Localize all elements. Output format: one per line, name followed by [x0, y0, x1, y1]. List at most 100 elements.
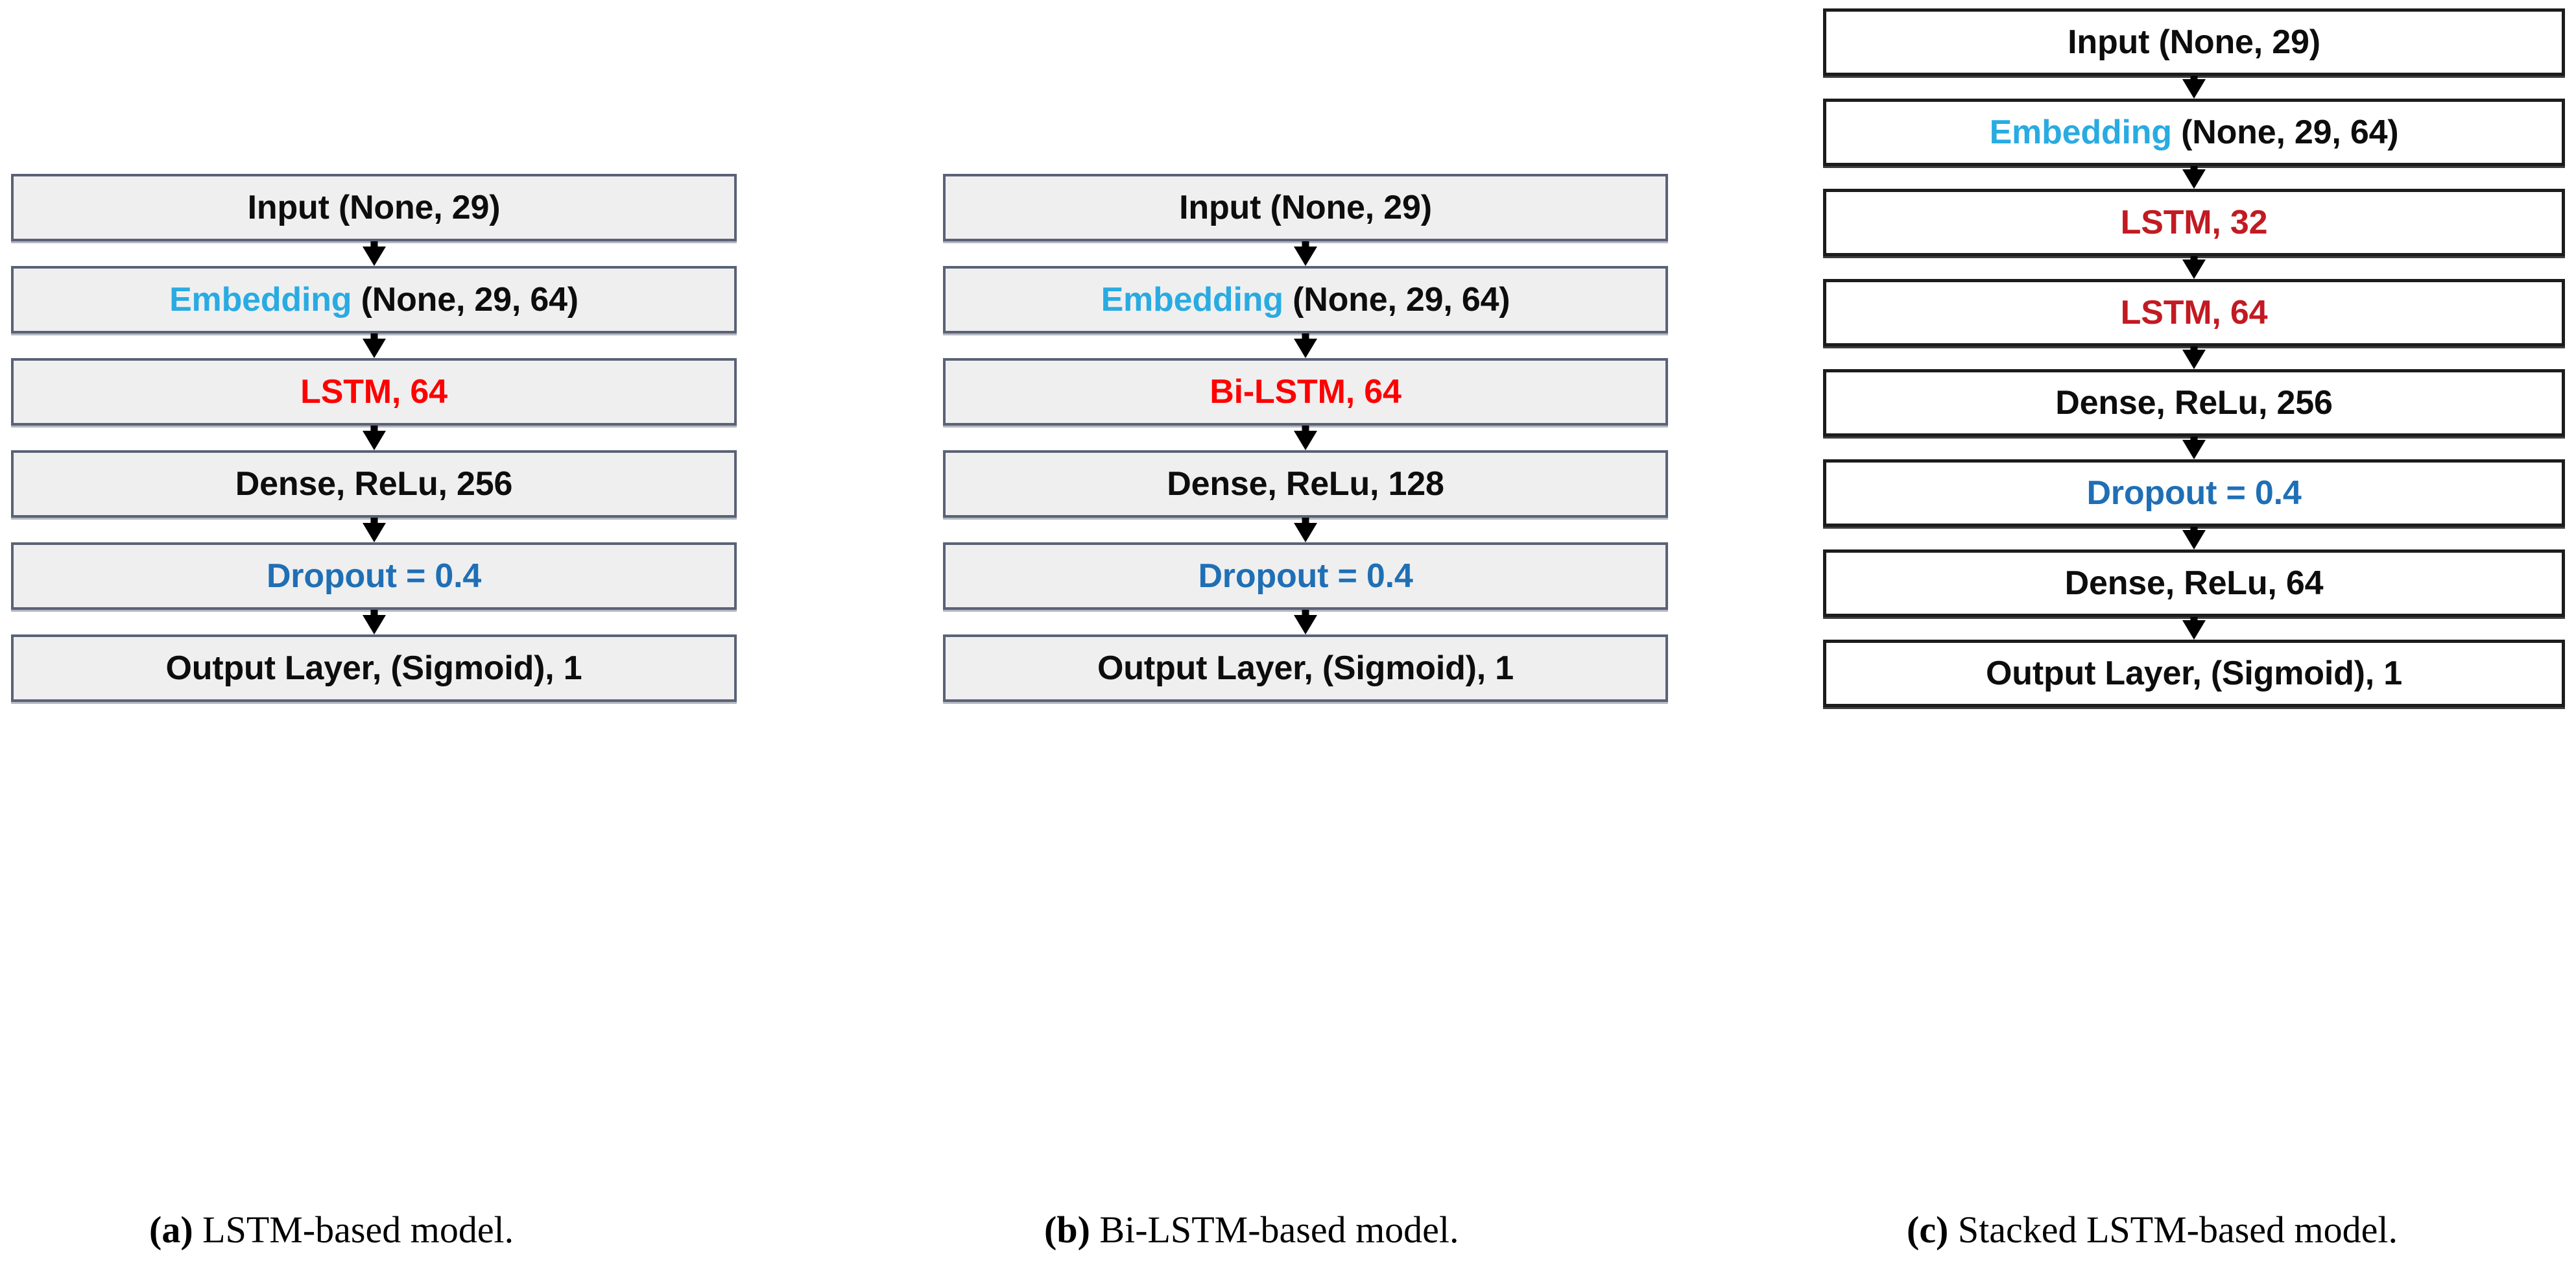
arrow-head [362, 431, 386, 450]
flow-arrow-down-icon [1823, 437, 2565, 459]
arrow-shaft [2190, 617, 2198, 623]
layer-label: Dense, ReLu, 256 [2055, 383, 2333, 422]
arrow-shaft [1302, 610, 1309, 618]
arrow-head [2182, 259, 2206, 279]
layer-label: Input (None, 29) [248, 188, 501, 227]
layer-label: LSTM, 64 [2121, 293, 2268, 332]
layer-label-segment: LSTM, 64 [300, 373, 447, 411]
flow-arrow-down-icon [943, 610, 1668, 634]
arrow-shaft [1302, 518, 1309, 525]
layer-label: LSTM, 32 [2121, 203, 2268, 242]
panel-c-dropout-layer[interactable]: Dropout = 0.4 [1823, 459, 2565, 527]
panel-a-lstm-layer[interactable]: LSTM, 64 [11, 358, 737, 426]
arrow-head [2182, 350, 2206, 369]
layer-label: Dense, ReLu, 128 [1167, 464, 1444, 503]
panel-a-caption: (a) LSTM-based model. [149, 1208, 514, 1251]
flow-arrow-down-icon [1823, 617, 2565, 640]
panel-c-lstm-layer-2[interactable]: LSTM, 64 [1823, 279, 2565, 346]
layer-label: Output Layer, (Sigmoid), 1 [1097, 649, 1514, 688]
panel-a-dropout-layer[interactable]: Dropout = 0.4 [11, 542, 737, 610]
layer-label-segment: Bi-LSTM, 64 [1210, 373, 1401, 411]
panel-b-dropout-layer[interactable]: Dropout = 0.4 [943, 542, 1668, 610]
arrow-head [1294, 523, 1317, 542]
layer-label-segment: (None, 29, 64) [2181, 114, 2399, 151]
panel-a-embedding-layer[interactable]: Embedding (None, 29, 64) [11, 266, 737, 333]
caption-marker: (a) [149, 1209, 193, 1251]
panel-c-dense-layer-1[interactable]: Dense, ReLu, 256 [1823, 369, 2565, 437]
flow-arrow-down-icon [11, 610, 737, 634]
arrow-shaft [2190, 437, 2198, 442]
arrow-shaft [1302, 333, 1309, 341]
panel-b-caption: (b) Bi-LSTM-based model. [1044, 1208, 1459, 1251]
arrow-shaft [1302, 241, 1309, 249]
arrow-head [362, 523, 386, 542]
caption-text: Stacked LSTM-based model. [1948, 1209, 2398, 1251]
layer-label-segment: Dense, ReLu, 64 [2064, 564, 2324, 602]
layer-label: Input (None, 29) [1179, 188, 1432, 227]
arrow-head [2182, 169, 2206, 189]
flow-arrow-down-icon [1823, 166, 2565, 189]
arrow-shaft [370, 426, 377, 433]
arrow-shaft [2190, 346, 2198, 352]
flow-arrow-down-icon [11, 241, 737, 266]
panel-a-output-layer[interactable]: Output Layer, (Sigmoid), 1 [11, 634, 737, 702]
panel-c-lstm-layer-1[interactable]: LSTM, 32 [1823, 189, 2565, 256]
layer-label-segment: LSTM, 32 [2120, 204, 2268, 241]
caption-marker: (b) [1044, 1209, 1090, 1251]
arrow-head [2182, 530, 2206, 549]
panel-a-input-layer[interactable]: Input (None, 29) [11, 174, 737, 241]
flow-arrow-down-icon [943, 333, 1668, 358]
arrow-head [2182, 440, 2206, 459]
arrow-shaft [370, 241, 377, 249]
arrow-head [2182, 79, 2206, 99]
layer-label-segment: Output Layer, (Sigmoid), 1 [1097, 649, 1514, 687]
arrow-head [1294, 615, 1317, 634]
caption-text: Bi-LSTM-based model. [1090, 1209, 1459, 1251]
panel-b-embedding-layer[interactable]: Embedding (None, 29, 64) [943, 266, 1668, 333]
layer-label-segment: (None, 29, 64) [1293, 281, 1510, 319]
panel-a-dense-layer[interactable]: Dense, ReLu, 256 [11, 450, 737, 518]
layer-label: Embedding (None, 29, 64) [169, 280, 578, 319]
flow-arrow-down-icon [943, 241, 1668, 266]
layer-label-segment: Embedding [169, 281, 361, 319]
panel-b-dense-layer[interactable]: Dense, ReLu, 128 [943, 450, 1668, 518]
arrow-shaft [370, 610, 377, 618]
layer-label-segment: Embedding [1989, 114, 2182, 151]
layer-label-segment: (None, 29, 64) [361, 281, 579, 319]
caption-text: LSTM-based model. [193, 1209, 514, 1251]
layer-label-segment: Output Layer, (Sigmoid), 1 [1986, 655, 2402, 692]
arrow-shaft [2190, 256, 2198, 262]
panel-c-embedding-layer[interactable]: Embedding (None, 29, 64) [1823, 99, 2565, 166]
panel-c-dense-layer-2[interactable]: Dense, ReLu, 64 [1823, 549, 2565, 617]
layer-label: Dropout = 0.4 [2086, 474, 2301, 512]
arrow-shaft [1302, 426, 1309, 433]
layer-label: Dense, ReLu, 64 [2065, 564, 2324, 603]
panel-c-input-layer[interactable]: Input (None, 29) [1823, 8, 2565, 76]
flow-arrow-down-icon [11, 518, 737, 542]
layer-label-segment: Dense, ReLu, 256 [2055, 384, 2333, 422]
flow-arrow-down-icon [1823, 76, 2565, 99]
layer-label: Output Layer, (Sigmoid), 1 [166, 649, 582, 688]
layer-label: Bi-LSTM, 64 [1210, 372, 1401, 411]
layer-label-segment: Embedding [1101, 281, 1293, 319]
layer-label-segment: Input (None, 29) [2068, 23, 2320, 61]
panel-c-output-layer[interactable]: Output Layer, (Sigmoid), 1 [1823, 640, 2565, 707]
arrow-shaft [2190, 76, 2198, 82]
panel-c-caption: (c) Stacked LSTM-based model. [1907, 1208, 2398, 1251]
flow-arrow-down-icon [943, 426, 1668, 450]
arrow-shaft [370, 518, 377, 525]
panel-b-bilstm-layer[interactable]: Bi-LSTM, 64 [943, 358, 1668, 426]
layer-label-segment: Input (None, 29) [247, 189, 501, 226]
layer-label-segment: Dense, ReLu, 256 [235, 465, 513, 503]
arrow-head [362, 247, 386, 266]
layer-label: Input (None, 29) [2068, 23, 2320, 62]
flow-arrow-down-icon [1823, 256, 2565, 279]
panel-b-output-layer[interactable]: Output Layer, (Sigmoid), 1 [943, 634, 1668, 702]
arrow-shaft [2190, 527, 2198, 533]
flow-arrow-down-icon [1823, 527, 2565, 549]
caption-marker: (c) [1907, 1209, 1949, 1251]
layer-label-segment: Output Layer, (Sigmoid), 1 [165, 649, 582, 687]
flow-arrow-down-icon [1823, 346, 2565, 369]
arrow-shaft [2190, 166, 2198, 172]
panel-b-input-layer[interactable]: Input (None, 29) [943, 174, 1668, 241]
